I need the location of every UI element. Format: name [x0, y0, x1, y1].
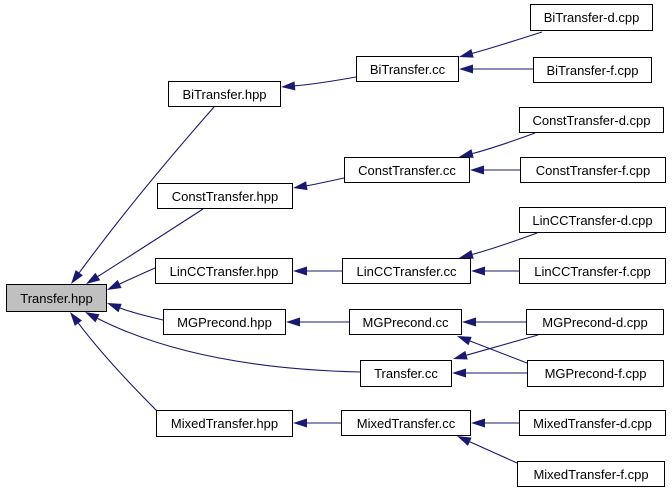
edge-consttransfer-hpp-to-transfer-hpp — [97, 208, 204, 277]
edge-mgprecond-hpp-to-transfer-hpp — [119, 307, 164, 321]
arrowhead-consttransfer-cc-to-consttransfer-hpp — [293, 181, 308, 191]
edge-mgprecond-f-cpp-to-mgprecond-cc — [469, 340, 528, 364]
node-mixedtransfer-cc[interactable]: MixedTransfer.cc — [341, 410, 471, 436]
node-bitransfer-d-cpp[interactable]: BiTransfer-d.cpp — [530, 4, 653, 31]
edge-mgprecond-d-cpp-to-transfer-cc — [466, 334, 539, 356]
node-consttransfer-hpp[interactable]: ConstTransfer.hpp — [157, 183, 293, 209]
edge-bitransfer-cc-to-bitransfer-hpp — [294, 76, 357, 87]
arrowhead-mixedtransfer-cc-to-mixedtransfer-hpp — [293, 418, 307, 428]
arrowhead-mgprecond-hpp-to-transfer-hpp — [107, 303, 122, 313]
arrowhead-bitransfer-f-cpp-to-bitransfer-cc — [459, 64, 473, 74]
arrowhead-mgprecond-cc-to-mgprecond-hpp — [286, 317, 300, 327]
arrowhead-lincctransfer-cc-to-lincctransfer-hpp — [293, 266, 307, 276]
node-lincctransfer-d-cpp[interactable]: LinCCTransfer-d.cpp — [519, 207, 666, 233]
arrowhead-consttransfer-hpp-to-transfer-hpp — [86, 272, 101, 284]
arrowhead-bitransfer-hpp-to-transfer-hpp — [71, 270, 83, 284]
arrowhead-transfer-cc-to-transfer-hpp — [85, 312, 100, 323]
node-mgprecond-cc[interactable]: MGPrecond.cc — [349, 309, 462, 335]
arrowhead-mgprecond-f-cpp-to-transfer-cc — [452, 368, 466, 378]
node-bitransfer-f-cpp[interactable]: BiTransfer-f.cpp — [533, 57, 652, 83]
arrowhead-mgprecond-f-cpp-to-mgprecond-cc — [457, 336, 472, 346]
node-mixedtransfer-f-cpp[interactable]: MixedTransfer-f.cpp — [517, 461, 665, 487]
edge-lincctransfer-d-cpp-to-lincctransfer-cc — [472, 232, 538, 255]
node-transfer-cc[interactable]: Transfer.cc — [360, 360, 452, 387]
edge-consttransfer-cc-to-consttransfer-hpp — [306, 177, 345, 187]
arrowhead-bitransfer-d-cpp-to-bitransfer-cc — [459, 48, 474, 58]
node-mixedtransfer-d-cpp[interactable]: MixedTransfer-d.cpp — [519, 410, 666, 436]
node-mgprecond-hpp[interactable]: MGPrecond.hpp — [163, 309, 286, 335]
node-mgprecond-f-cpp[interactable]: MGPrecond-f.cpp — [527, 360, 664, 387]
arrowhead-lincctransfer-d-cpp-to-lincctransfer-cc — [459, 250, 474, 259]
edge-mixedtransfer-f-cpp-to-mixedtransfer-cc — [469, 441, 518, 464]
arrowhead-mixedtransfer-hpp-to-transfer-hpp — [70, 312, 82, 326]
edge-bitransfer-hpp-to-transfer-hpp — [78, 106, 215, 274]
arrowhead-bitransfer-cc-to-bitransfer-hpp — [281, 81, 296, 91]
arrowhead-consttransfer-d-cpp-to-consttransfer-cc — [459, 149, 474, 158]
edge-consttransfer-d-cpp-to-consttransfer-cc — [472, 132, 536, 155]
node-transfer-hpp[interactable]: Transfer.hpp — [6, 284, 107, 312]
edge-bitransfer-d-cpp-to-bitransfer-cc — [472, 31, 543, 54]
edge-lincctransfer-hpp-to-transfer-hpp — [119, 267, 156, 285]
arrowhead-mixedtransfer-d-cpp-to-mixedtransfer-cc — [471, 418, 485, 428]
edge-mixedtransfer-hpp-to-transfer-hpp — [77, 322, 159, 413]
arrowhead-mgprecond-d-cpp-to-transfer-cc — [453, 350, 468, 360]
node-bitransfer-hpp[interactable]: BiTransfer.hpp — [168, 81, 281, 107]
node-lincctransfer-f-cpp[interactable]: LinCCTransfer-f.cpp — [519, 258, 666, 284]
node-consttransfer-d-cpp[interactable]: ConstTransfer-d.cpp — [519, 107, 664, 133]
node-consttransfer-f-cpp[interactable]: ConstTransfer-f.cpp — [520, 157, 666, 183]
arrowhead-consttransfer-f-cpp-to-consttransfer-cc — [470, 165, 484, 175]
node-bitransfer-cc[interactable]: BiTransfer.cc — [356, 56, 459, 82]
arrowhead-mgprecond-d-cpp-to-mgprecond-cc — [462, 317, 476, 327]
node-lincctransfer-hpp[interactable]: LinCCTransfer.hpp — [155, 258, 293, 284]
node-consttransfer-cc[interactable]: ConstTransfer.cc — [344, 157, 470, 183]
node-mixedtransfer-hpp[interactable]: MixedTransfer.hpp — [156, 410, 293, 437]
arrowhead-lincctransfer-f-cpp-to-lincctransfer-cc — [471, 266, 485, 276]
edge-transfer-cc-to-transfer-hpp — [97, 317, 361, 373]
arrowhead-mixedtransfer-f-cpp-to-mixedtransfer-cc — [457, 436, 472, 446]
node-lincctransfer-cc[interactable]: LinCCTransfer.cc — [342, 258, 471, 284]
arrowhead-lincctransfer-hpp-to-transfer-hpp — [107, 279, 122, 290]
node-mgprecond-d-cpp[interactable]: MGPrecond-d.cpp — [526, 309, 664, 335]
